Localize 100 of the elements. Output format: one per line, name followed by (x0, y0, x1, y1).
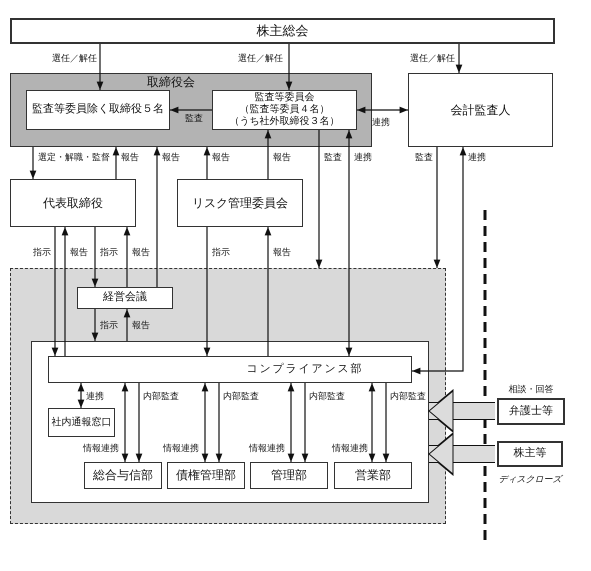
org-box (177, 179, 303, 227)
arrow (92, 309, 98, 341)
arrow (124, 309, 130, 341)
arrow (302, 383, 308, 462)
edge-label: 報告 (212, 152, 230, 163)
node-label: 債権管理部 (176, 468, 236, 483)
node-label: 経営会議 (103, 291, 147, 305)
node-label: （うち社外取締役３名） (230, 116, 340, 128)
header-bar (10, 18, 555, 44)
arrow (316, 130, 322, 268)
edge-label: 報告 (121, 152, 139, 163)
arrow (30, 147, 36, 179)
dashed-region (10, 268, 446, 524)
arrow (216, 383, 222, 462)
node-label: リスク管理委員会 (192, 196, 288, 210)
edge-label: 情報連携 (332, 443, 368, 454)
node-caption: 相談・回答 (508, 384, 554, 395)
arrow (154, 147, 160, 287)
arrow (122, 383, 128, 462)
org-box (84, 462, 162, 489)
node-label: 会計監査人 (450, 102, 510, 118)
edge-label: 監査 (185, 113, 203, 124)
arrow (170, 106, 212, 114)
edge-label: 指示 (212, 247, 230, 258)
arrow (78, 383, 84, 408)
edge-label: 選任／解任 (410, 53, 455, 64)
org-box (334, 462, 412, 489)
edge-label: 監査 (415, 152, 433, 163)
node-label: 取締役会 (147, 75, 195, 90)
arrow (382, 383, 390, 462)
arrow (202, 383, 208, 462)
node-label: 総合与信部 (93, 468, 153, 483)
arrow (264, 130, 272, 179)
org-box (48, 356, 412, 383)
edge-label: 内部監査 (390, 391, 426, 402)
edge-label: 監査 (324, 152, 342, 163)
arrow (52, 227, 58, 356)
node-label: 監査等委員除く取締役５名 (32, 103, 164, 117)
edge-label: 指示 (100, 320, 118, 331)
node-label: 管理部 (271, 468, 307, 483)
node-label: 株主等 (514, 447, 546, 461)
arrow (288, 383, 294, 462)
block-arrow (428, 434, 495, 474)
org-box (250, 462, 328, 489)
node-label: コンプライアンス部 (246, 362, 364, 376)
arrow (264, 227, 272, 356)
arrow (286, 44, 292, 90)
edge-label: 情報連携 (163, 443, 199, 454)
arrow (62, 227, 68, 356)
block-arrow (428, 390, 495, 432)
edge-label: 連携 (468, 152, 486, 163)
node-label: 営業部 (355, 468, 391, 483)
org-box (212, 90, 357, 130)
node-label: 株主総会 (256, 23, 308, 39)
arrow (434, 147, 440, 268)
edge-label: 報告 (132, 247, 150, 258)
arrow (357, 106, 408, 114)
node-label: 社内通報窓口 (52, 416, 112, 428)
node-label: 監査等委員会 (254, 92, 314, 104)
arrow (112, 147, 120, 179)
arrow (124, 227, 130, 287)
edge-label: 内部監査 (143, 391, 179, 402)
arrow (346, 130, 352, 356)
arrow (136, 383, 142, 462)
edge-label: 選任／解任 (238, 53, 283, 64)
department-frame (31, 341, 429, 503)
node-caption: ディスクローズ (498, 474, 562, 485)
arrow (92, 227, 98, 287)
edge-label: 報告 (132, 320, 150, 331)
node-label: 代表取締役 (43, 196, 103, 210)
edge-label: 指示 (100, 247, 118, 258)
edge-label: 情報連携 (83, 443, 119, 454)
org-box (48, 408, 115, 437)
edge-label: 連携 (354, 152, 372, 163)
arrow (456, 44, 462, 73)
org-box (10, 179, 136, 227)
edge-label: 内部監査 (309, 391, 345, 402)
edge-label: 連携 (372, 117, 390, 128)
edge-label: 連携 (86, 391, 104, 402)
arrow (368, 383, 376, 462)
edge-label: 報告 (273, 247, 291, 258)
edge-label: 選定・解職・監督 (38, 152, 110, 163)
edge-label: 情報連携 (249, 443, 285, 454)
edge-label: 報告 (70, 247, 88, 258)
edge-label: 報告 (273, 152, 291, 163)
arrow (96, 44, 104, 90)
edge-label: 指示 (33, 247, 51, 258)
arrow (204, 227, 210, 356)
org-box (408, 73, 553, 147)
org-box (77, 287, 173, 309)
node-label: （監査等委員４名） (240, 104, 330, 116)
org-box (26, 90, 170, 130)
arrow (204, 147, 210, 179)
arrow (412, 147, 466, 374)
edge-label: 報告 (162, 152, 180, 163)
board-panel (10, 73, 372, 147)
node-label: 弁護士等 (509, 404, 553, 418)
edge-label: 内部監査 (223, 391, 259, 402)
edge-label: 選任／解任 (52, 53, 97, 64)
org-box (167, 462, 245, 489)
